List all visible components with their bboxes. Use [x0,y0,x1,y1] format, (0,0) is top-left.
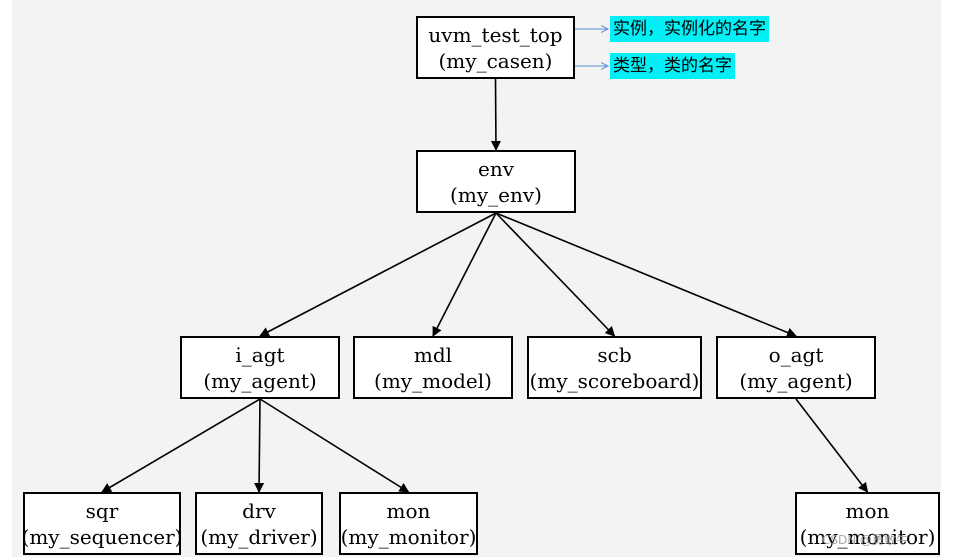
node-type-label: (my_agent) [739,368,853,393]
node-type-label: (my_agent) [203,368,317,393]
edge-i_agt-to-drv [254,398,265,493]
diagram-background [12,0,941,557]
edge-uvm_test_top-to-env [490,78,501,151]
node-instance-label: i_agt [235,342,285,367]
node-instance-label: sqr [85,498,119,523]
edge-env-to-scb [495,212,616,337]
node-instance-label: o_agt [768,342,824,367]
node-sqr: sqr (my_sequencer) [21,492,183,555]
node-mon-input: mon (my_monitor) [339,492,478,555]
node-type-label: (my_casen) [438,48,553,73]
node-uvm-test-top: uvm_test_top (my_casen) [416,16,575,79]
edge-i_agt-to-sqr [101,398,261,493]
node-drv: drv (my_driver) [195,492,323,555]
node-instance-label: scb [597,342,632,367]
node-instance-label: uvm_test_top [428,22,563,47]
watermark: CSDN @勇敢牛 [822,533,909,547]
node-instance-label: mon [845,498,890,523]
node-type-label: (my_sequencer) [21,524,183,549]
node-mon-output: mon (my_monitor) [795,492,940,555]
node-type-label: (my_model) [374,368,492,393]
node-instance-label: mdl [413,342,453,367]
node-instance-label: mon [386,498,431,523]
node-instance-label: env [477,156,514,181]
node-i-agt: i_agt (my_agent) [180,336,340,399]
edge-i_agt-to-mon_i [259,398,410,493]
node-scb: scb (my_scoreboard) [527,336,702,399]
node-type-label: (my_monitor) [340,524,477,549]
node-type-label: (my_scoreboard) [529,368,700,393]
edge-env-to-o_agt [495,212,797,338]
edge-env-to-mdl [432,212,497,337]
node-type-label: (my_env) [450,182,542,207]
node-env: env (my_env) [416,150,576,213]
node-type-label: (my_monitor) [799,524,936,549]
node-type-label: (my_driver) [200,524,318,549]
edge-env-to-i_agt [259,212,497,337]
edge-o_agt-to-mon_o [795,398,869,493]
node-mdl: mdl (my_model) [353,336,513,399]
node-o-agt: o_agt (my_agent) [716,336,876,399]
instance-annotation: 实例，实例化的名字 [610,16,769,42]
type-annotation: 类型，类的名字 [610,53,735,79]
node-instance-label: drv [242,498,276,523]
